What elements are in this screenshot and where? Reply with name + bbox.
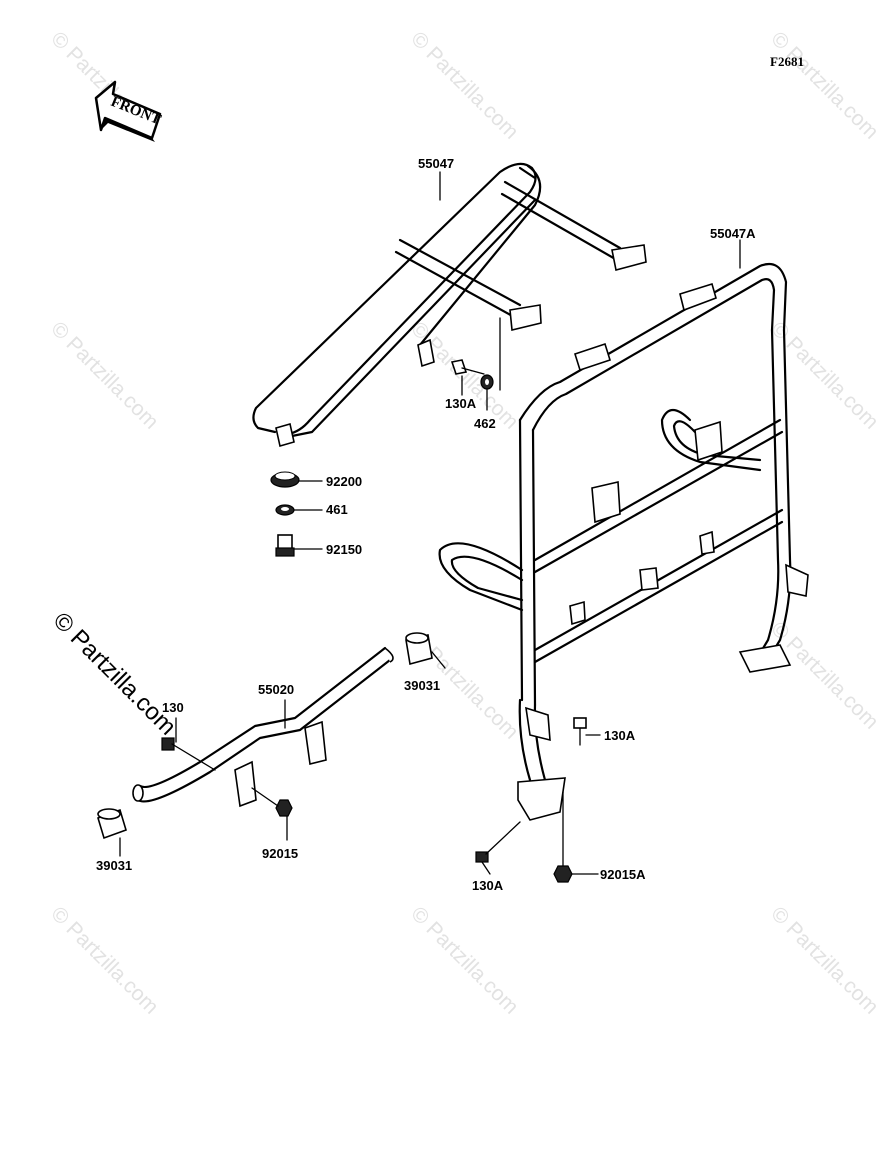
watermark: © Partzilla.com [46, 317, 162, 433]
watermark: © Partzilla.com [406, 902, 522, 1018]
leader-lines [119, 171, 741, 875]
watermark: © Partzilla.com [46, 902, 162, 1018]
watermark: © Partzilla.com [766, 902, 882, 1018]
part-label-461: 461 [326, 502, 348, 517]
collar-461-icon [275, 504, 295, 516]
part-labels: 55047 55047A 130A 462 92200 461 92150 55… [96, 156, 756, 893]
part-label-55047: 55047 [418, 156, 454, 171]
part-label-130a-low: 130A [472, 878, 504, 893]
front-arrow-icon: FRONT [94, 80, 163, 142]
washer-462-icon [480, 374, 494, 390]
bolt-92150-icon [275, 534, 295, 557]
watermark: © Partzilla.com [766, 27, 882, 143]
front-rack-55047 [252, 162, 647, 448]
part-label-92150: 92150 [326, 542, 362, 557]
part-label-462: 462 [474, 416, 496, 431]
part-label-92015: 92015 [262, 846, 298, 861]
part-label-39031-right: 39031 [404, 678, 440, 693]
part-label-55020: 55020 [258, 682, 294, 697]
bolt-130a-mid-icon [573, 717, 587, 746]
nut-92015-icon [251, 787, 293, 817]
bar-55020 [132, 646, 394, 808]
part-label-130: 130 [162, 700, 184, 715]
grip-39031-right-icon [405, 632, 433, 666]
damper-92200-icon [270, 471, 300, 488]
part-label-130a-mid: 130A [604, 728, 636, 743]
bolt-130-icon [161, 737, 216, 771]
diagram-code: F2681 [770, 54, 804, 69]
watermark: © Partzilla.com [766, 617, 882, 733]
part-label-92200: 92200 [326, 474, 362, 489]
part-label-92015a: 92015A [600, 867, 646, 882]
bolt-130a-top-icon [450, 359, 485, 375]
watermark: © Partzilla.com [406, 317, 522, 433]
part-label-39031-left: 39031 [96, 858, 132, 873]
watermark: © Partzilla.com [406, 27, 522, 143]
nut-92015a-icon [553, 791, 573, 883]
bolt-130a-low-icon [475, 821, 521, 863]
part-label-55047a: 55047A [710, 226, 756, 241]
rear-rack-55047a [438, 262, 809, 821]
watermark-main: © Partzilla.com [48, 607, 181, 740]
grip-39031-left-icon [97, 808, 127, 840]
part-label-130a: 130A [445, 396, 477, 411]
